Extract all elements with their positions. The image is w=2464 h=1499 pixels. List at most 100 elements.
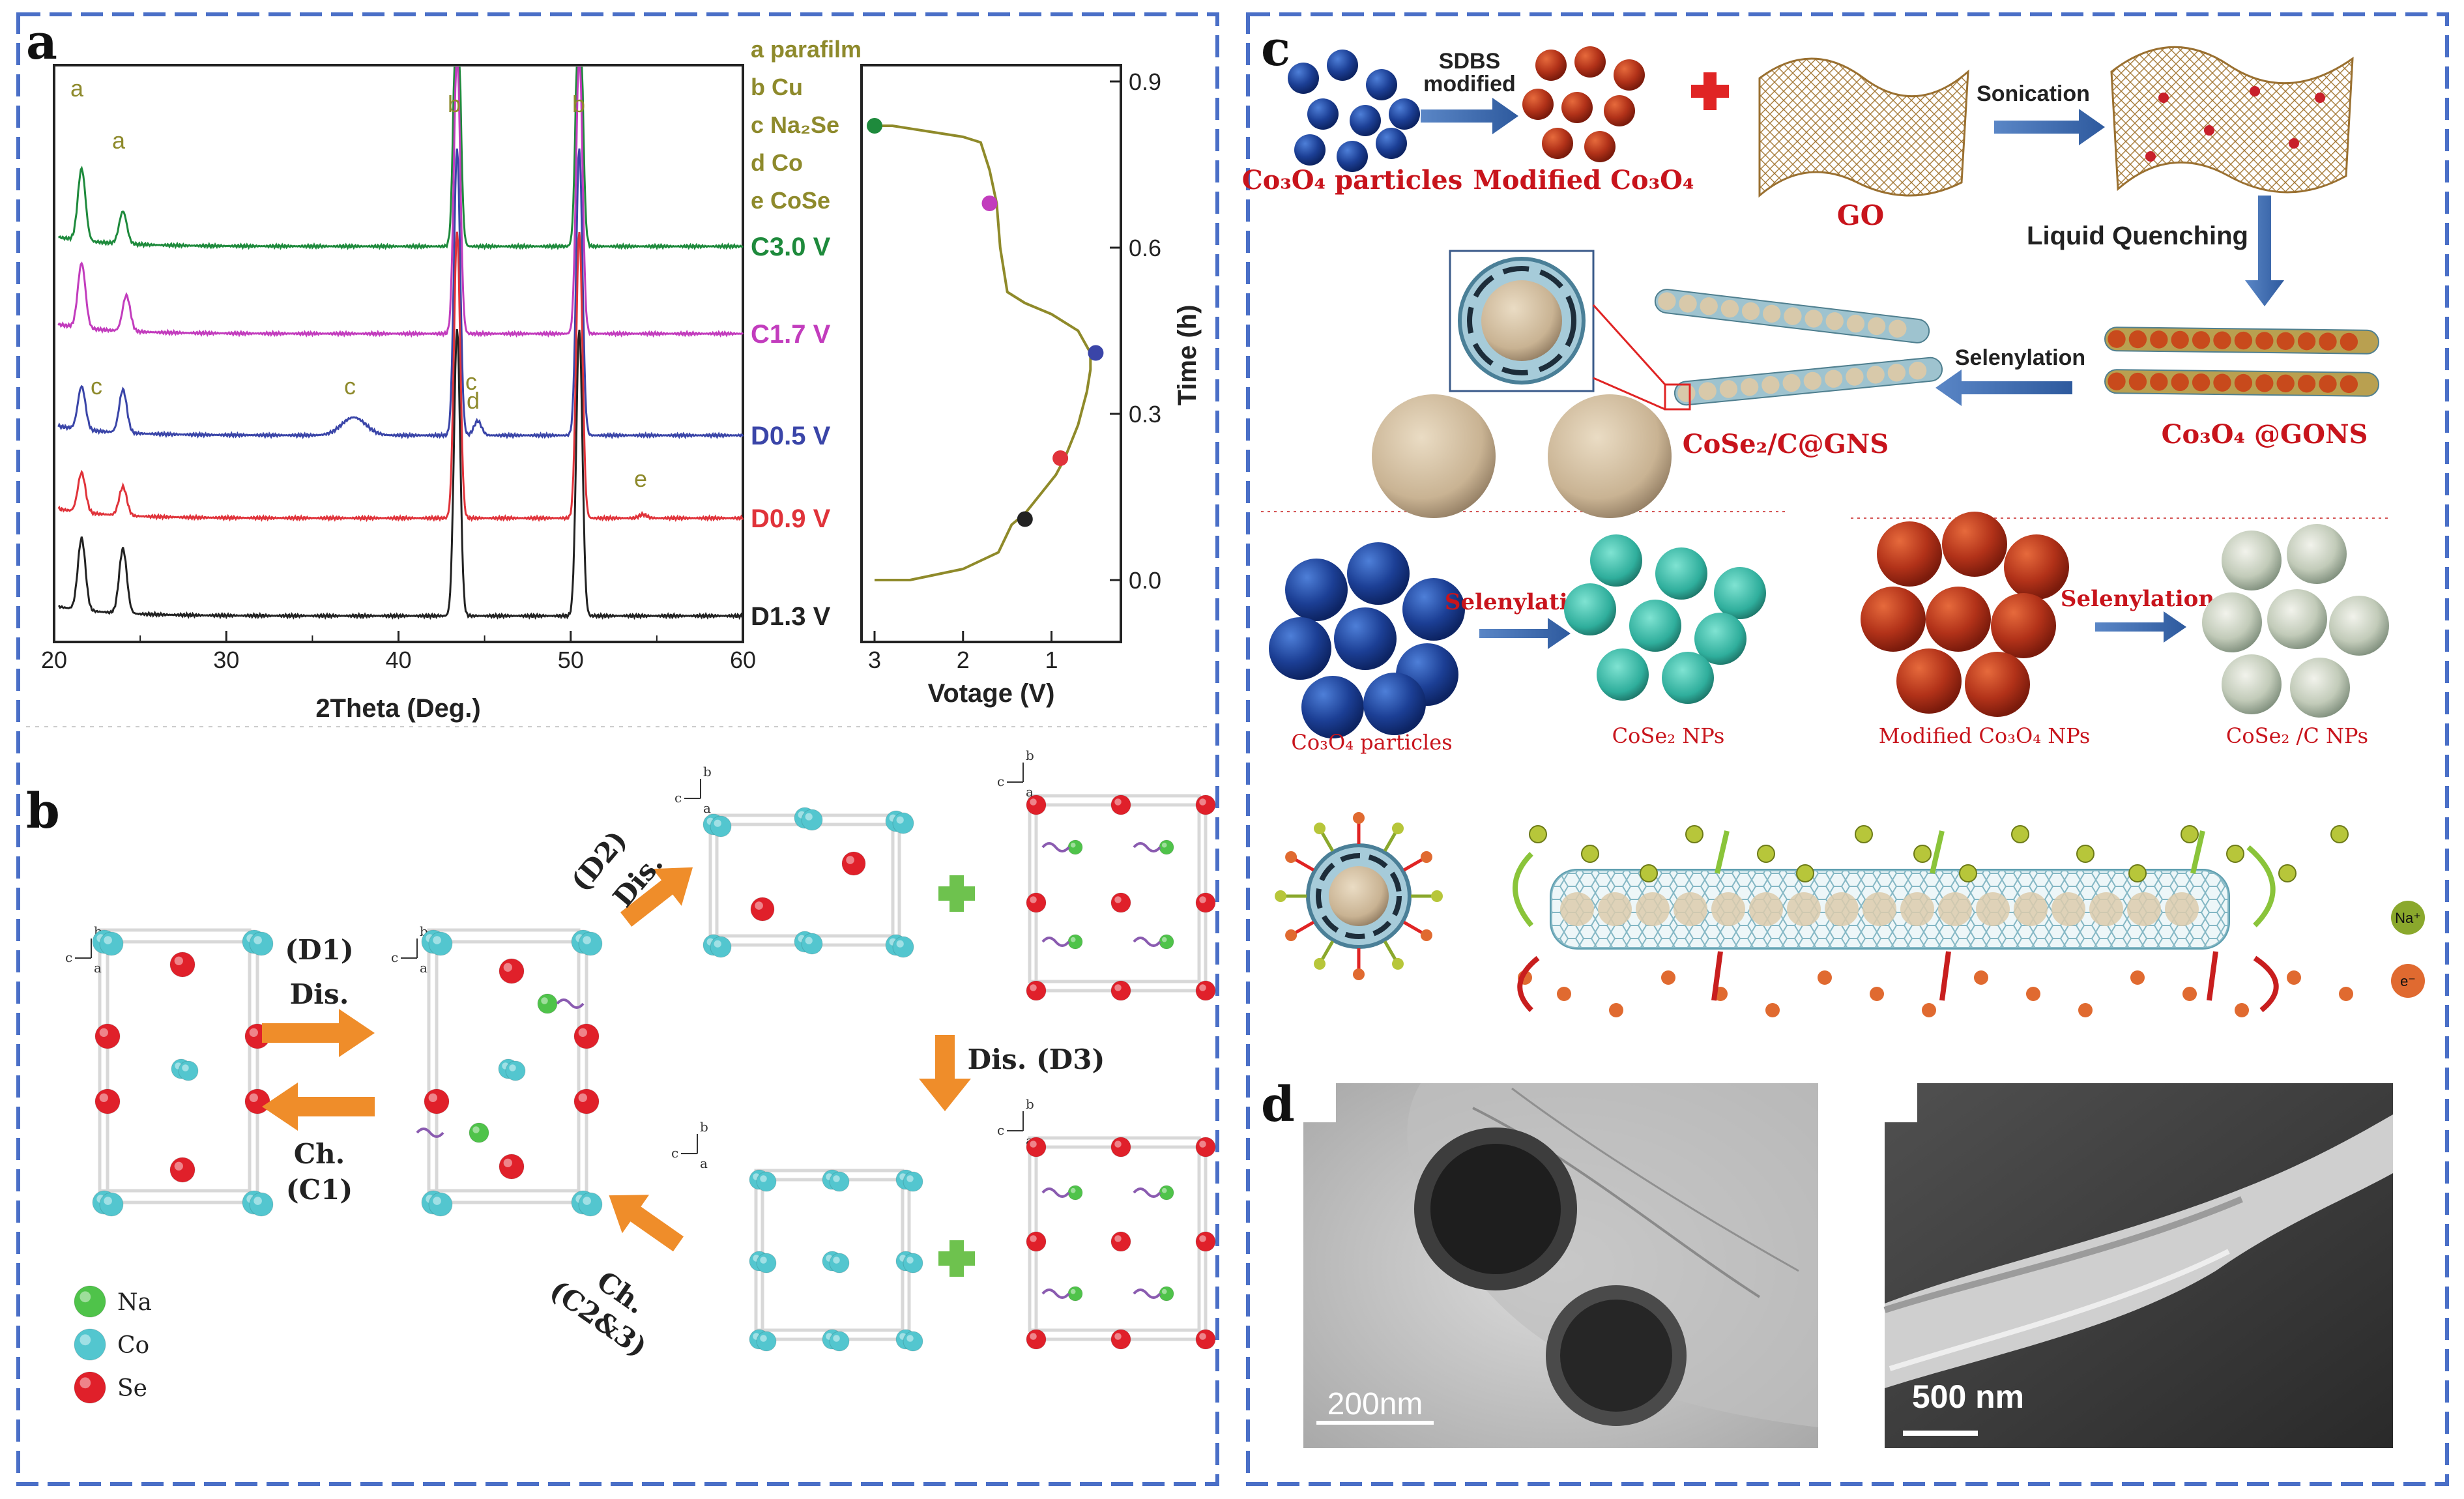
trace-label-4: D1.3 V: [751, 602, 831, 631]
na-ion-legend-ball: [2391, 901, 2425, 935]
tube-bead: [1887, 364, 1906, 382]
panel-d: d 200nm 500 nm: [1261, 1077, 2393, 1448]
modified-co3o4-np: [1861, 587, 1926, 652]
tube-bead: [2213, 373, 2231, 392]
tube-bead: [2192, 373, 2210, 392]
atom-highlight: [583, 1197, 591, 1205]
cose2-gns-tube: [1674, 357, 1943, 406]
atom-highlight: [1114, 896, 1122, 903]
panel-right-border: [1246, 12, 2449, 1486]
cell-back: [754, 1169, 905, 1332]
tube-bead-large: [1711, 892, 1745, 926]
na-ion: [1959, 864, 1977, 882]
atom: [1026, 980, 1047, 1001]
atom: [249, 1192, 274, 1217]
label-co3o4-particles-2: Co₃O₄ particles: [1291, 730, 1452, 755]
arrow-d2: [620, 867, 693, 927]
tube-bead: [2276, 374, 2295, 392]
electron: [2339, 987, 2353, 1001]
cose2-nps-cluster: [1564, 534, 1766, 704]
ion-spikes: [1275, 812, 1443, 980]
label-selenylation-3: Selenylation: [2061, 586, 2214, 612]
atom: [1067, 1286, 1083, 1302]
tube-bead: [1846, 314, 1865, 333]
tv-marker-4: [1017, 511, 1033, 527]
atom: [829, 1253, 850, 1273]
tube-bead-large: [2165, 892, 2199, 926]
electron: [1922, 1003, 1936, 1017]
cose2-c-np: [2329, 596, 2389, 656]
electron: [1974, 970, 1988, 985]
atom: [74, 1328, 106, 1361]
atom-legend-label-0: Na: [117, 1289, 152, 1316]
ion-ball: [1314, 957, 1326, 970]
zoom-line: [1593, 377, 1666, 411]
axis-label-a: a: [94, 960, 102, 976]
tube-bead: [2255, 374, 2274, 392]
atom: [578, 931, 603, 956]
tv-marker-3: [1052, 450, 1069, 466]
ion-ball: [1392, 957, 1404, 970]
atom: [424, 1088, 450, 1114]
label-cose2-nps: CoSe₂ NPs: [1612, 723, 1725, 748]
na-ion: [1581, 845, 1599, 863]
zoom-line: [1592, 304, 1666, 386]
modified-co3o4-sphere: [1584, 131, 1616, 162]
tube-bead: [1824, 370, 1843, 388]
atom-highlight: [254, 936, 262, 944]
atom-highlight: [182, 1064, 189, 1071]
atom-highlight: [249, 1028, 258, 1037]
atom-highlight: [1199, 1333, 1206, 1340]
atom: [903, 1331, 923, 1352]
atom: [1026, 1137, 1047, 1157]
tube-bead-large: [1749, 892, 1783, 926]
cose2-c-np: [2222, 531, 2282, 590]
na-ion: [2128, 864, 2147, 882]
atom: [903, 1253, 923, 1273]
atom-highlight: [1030, 896, 1037, 903]
peak-label-c1: c: [91, 373, 102, 400]
cose2-np: [1694, 613, 1747, 665]
atom-highlight: [1114, 1333, 1122, 1340]
atom: [1067, 934, 1083, 950]
tube-bead: [1761, 375, 1780, 394]
electron-wiggle: [1133, 1288, 1161, 1299]
co3o4-particle-cluster: [1288, 50, 1420, 172]
peak-label-b2: b: [572, 91, 585, 117]
tube-bead-large: [2014, 892, 2048, 926]
electron: [1818, 970, 1832, 985]
label-d3: Dis. (D3): [968, 1043, 1105, 1075]
crystal-5: bca: [671, 1119, 923, 1352]
label-co3o4-particles: Co₃O₄ particles: [1242, 165, 1462, 196]
cell-front: [715, 822, 901, 947]
atom: [244, 1088, 270, 1114]
atom-highlight: [1030, 984, 1037, 991]
cose2-sphere: [1372, 394, 1496, 518]
modified-co3o4-np: [1965, 652, 2030, 717]
atom-highlight: [714, 940, 721, 948]
na-ion: [2181, 825, 2199, 843]
tube-bead: [2128, 330, 2147, 349]
electron-wiggle: [1133, 842, 1161, 852]
cell-back: [1028, 1136, 1201, 1332]
electron: [2182, 987, 2197, 1001]
na-ion: [1796, 864, 1814, 882]
tube-bead: [1679, 295, 1697, 313]
atom-highlight: [174, 1161, 183, 1171]
atom-highlight: [254, 1197, 262, 1205]
atom-highlight: [1030, 1333, 1037, 1340]
co3o4-large-sphere: [1334, 607, 1397, 670]
atom: [1195, 794, 1216, 815]
atom-legend-label-2: Se: [117, 1375, 147, 1402]
tv-y-tick-label: 0.6: [1129, 235, 1161, 261]
atom-highlight: [1030, 1141, 1037, 1148]
atom: [1195, 1231, 1216, 1252]
electron-wiggle: [1041, 842, 1070, 852]
atom: [578, 1192, 603, 1217]
atom-highlight: [833, 1335, 840, 1342]
trace-label-3: D0.9 V: [751, 504, 831, 533]
shelled-sphere: [1458, 257, 1586, 385]
